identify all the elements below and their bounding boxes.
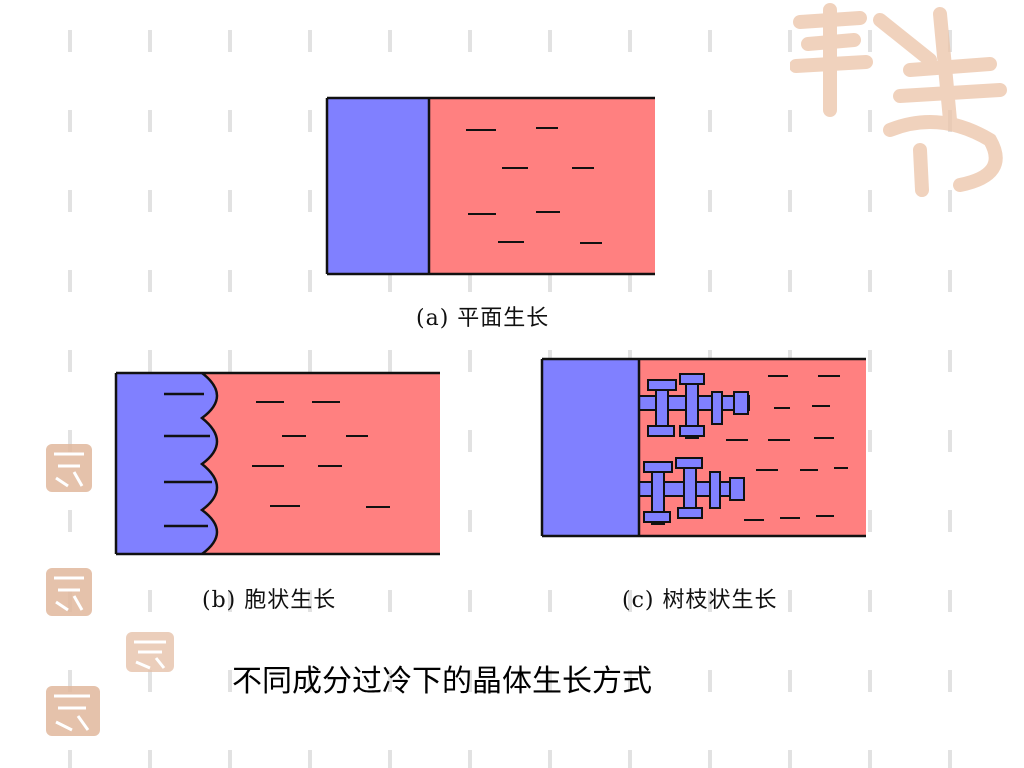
solute-marks <box>466 127 602 244</box>
solid-region <box>116 373 217 554</box>
dendrite-lower <box>638 457 745 525</box>
calligraphy-seal-logo <box>790 3 1007 197</box>
solid-region <box>327 98 429 274</box>
slide-title: 不同成分过冷下的晶体生长方式 <box>232 664 652 699</box>
solid-region <box>542 359 639 536</box>
caption-dendritic-growth: (c) 树枝状生长 <box>622 588 778 613</box>
caption-cellular-growth: (b) 胞状生长 <box>202 588 337 613</box>
caption-planar-growth: (a) 平面生长 <box>416 306 550 331</box>
seal-stamp-icon <box>46 568 92 616</box>
seal-stamp-icon <box>46 444 92 492</box>
seal-stamp-icon <box>46 686 100 736</box>
seal-stamp-icon <box>126 632 174 672</box>
solute-marks <box>726 375 848 521</box>
solute-marks <box>252 401 390 508</box>
cellular-interface <box>199 372 219 556</box>
